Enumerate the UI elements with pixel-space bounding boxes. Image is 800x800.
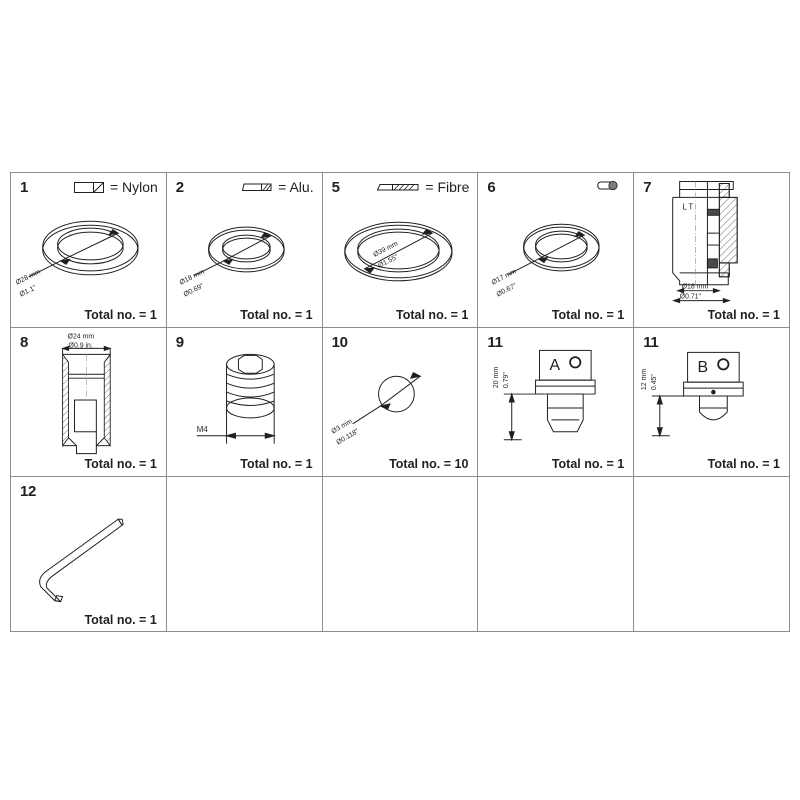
dim-label: Ø39 mm <box>372 240 399 258</box>
dim-label: Ø28 mm <box>15 268 42 286</box>
dim-label: Ø18 mm <box>682 284 709 291</box>
part-index: 10 <box>331 334 348 351</box>
part-index: 5 <box>331 179 340 196</box>
sleeve-housing-drawing: Ø24 mm Ø0.9 in. <box>61 333 112 455</box>
table-row: 12 Total no. = 1 <box>11 476 789 632</box>
material-legend-label: = Fibre <box>425 179 470 195</box>
part-cell-empty-2 <box>321 477 478 632</box>
dim-label: 0.79" <box>503 372 510 389</box>
part-cell-empty-1 <box>165 477 322 632</box>
dim-label: Ø18 mm <box>178 268 205 286</box>
nylon-section-icon <box>73 181 104 193</box>
part-index: 6 <box>487 179 496 196</box>
part-cell-11-b[interactable]: 11 B <box>633 328 789 476</box>
part-cell-empty-4 <box>633 477 789 632</box>
part-index: 1 <box>20 179 29 196</box>
material-legend: = Alu. <box>242 179 314 195</box>
fibre-section-icon <box>377 183 419 190</box>
part-cell-12[interactable]: 12 Total no. = 1 <box>11 477 166 632</box>
part-marking: LT <box>683 202 696 211</box>
table-row: 8 <box>11 327 789 476</box>
dim-label: Ø3 mm <box>330 418 353 436</box>
total-count: Total no. = 1 <box>707 308 780 322</box>
dim-label: 12 mm <box>641 369 648 390</box>
total-count: Total no. = 1 <box>396 308 469 322</box>
dim-label: Ø1.1" <box>19 284 38 298</box>
part-cell-11-a[interactable]: 11 A <box>477 328 633 476</box>
o-ring-nylon-drawing: Ø28 mm Ø1.1" <box>15 220 139 298</box>
dim-label: Ø0.67" <box>496 282 519 298</box>
part-marking: A <box>550 357 561 374</box>
washer-fibre-drawing: Ø39 mm Ø1.55" <box>343 221 453 282</box>
total-count: Total no. = 1 <box>84 457 157 471</box>
dim-label: Ø24 mm <box>68 333 95 340</box>
part-index: 11 <box>643 334 659 351</box>
part-index: 9 <box>175 334 184 351</box>
part-cell-5[interactable]: 5 = Fibre <box>321 173 478 327</box>
part-index: 12 <box>20 483 37 500</box>
dim-label: Ø0.9 in. <box>69 342 93 349</box>
dim-label: Ø1.55" <box>377 253 400 269</box>
material-legend: = Fibre <box>377 179 469 195</box>
part-index: 2 <box>175 179 184 196</box>
washer-alu-drawing: Ø18 mm Ø0.69" <box>178 226 285 299</box>
dim-label: Ø0.118" <box>335 428 360 447</box>
total-count: Total no. = 1 <box>551 308 625 322</box>
total-count: Total no. = 1 <box>240 457 313 471</box>
part-cell-1[interactable]: 1 = Nylon <box>11 173 166 327</box>
material-legend-label: = Alu. <box>278 179 314 195</box>
material-legend <box>597 179 625 192</box>
dim-label: 20 mm <box>493 367 500 388</box>
part-marking: B <box>698 359 709 376</box>
material-legend: = Nylon <box>73 179 158 195</box>
hex-key-allen-wrench-drawing <box>39 518 124 603</box>
part-cell-8[interactable]: 8 <box>11 328 166 476</box>
dim-label: Ø17 mm <box>491 268 518 286</box>
o-ring-rubber-drawing: Ø17 mm Ø0.67" <box>491 223 600 298</box>
dim-label: Ø0.69" <box>182 283 205 299</box>
material-legend-label: = Nylon <box>109 179 158 195</box>
part-index: 7 <box>643 179 652 196</box>
part-cell-2[interactable]: 2 = Alu. <box>165 173 322 327</box>
part-index: 11 <box>487 334 503 351</box>
oring-section-icon <box>597 180 618 191</box>
part-cell-10[interactable]: 10 Ø3 mm Ø0.118" Total no. = 10 <box>321 328 478 476</box>
part-cell-empty-3 <box>477 477 633 632</box>
part-cell-7[interactable]: 7 <box>633 173 789 327</box>
total-count: Total no. = 1 <box>84 308 157 322</box>
total-count: Total no. = 1 <box>240 308 313 322</box>
set-screw-drawing: M4 <box>196 353 276 444</box>
dim-label: Ø0.71" <box>680 294 702 301</box>
part-cell-6[interactable]: 6 <box>477 173 633 327</box>
dim-label: 0.45" <box>651 374 658 391</box>
part-cell-9[interactable]: 9 <box>165 328 322 476</box>
total-count: Total no. = 1 <box>84 613 157 627</box>
total-count: Total no. = 1 <box>551 457 625 471</box>
total-count: Total no. = 1 <box>707 457 780 471</box>
table-row: 1 = Nylon <box>11 173 789 327</box>
dim-label: M4 <box>197 425 209 434</box>
threaded-fitting-lt-drawing: LT Ø18 mm Ø0.71" <box>672 181 738 304</box>
part-index: 8 <box>20 334 29 351</box>
alu-section-icon <box>242 183 272 191</box>
total-count: Total no. = 10 <box>389 457 469 471</box>
parts-table: 1 = Nylon <box>10 172 790 632</box>
